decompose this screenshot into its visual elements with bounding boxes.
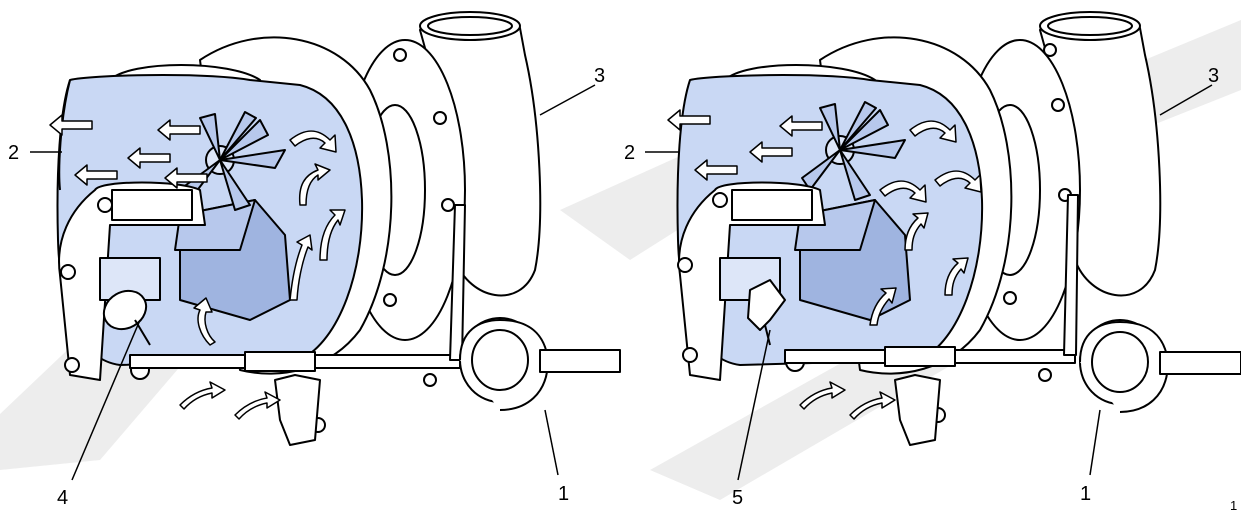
label-actuator-right: 1: [1080, 483, 1091, 505]
label-compressor-left: 2: [8, 142, 19, 164]
label-valve-closed: 5: [732, 487, 743, 509]
wastegate-actuator: [460, 318, 620, 410]
label-compressor-right: 2: [624, 142, 635, 164]
label-turbine-right: 3: [1208, 65, 1219, 87]
wastegate-actuator: [1080, 320, 1241, 412]
label-actuator-left: 1: [558, 483, 569, 505]
label-valve-open: 4: [57, 487, 68, 509]
page-number: 1: [1230, 498, 1237, 513]
label-turbine-left: 3: [594, 65, 605, 87]
